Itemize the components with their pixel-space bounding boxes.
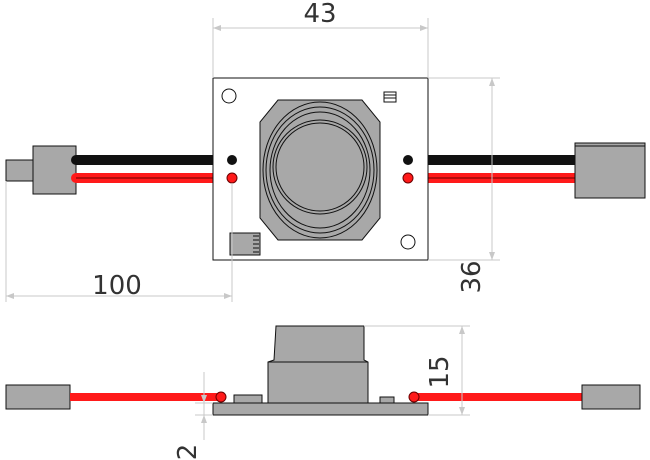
left-connector bbox=[5, 145, 77, 195]
side-left-connector bbox=[5, 384, 71, 410]
right-connector bbox=[574, 142, 646, 199]
height-label: 15 bbox=[425, 355, 455, 388]
mounting-hole-top-left bbox=[221, 88, 237, 104]
led-lens bbox=[259, 99, 381, 241]
side-left-solder bbox=[215, 391, 227, 403]
thickness-label: 2 bbox=[173, 444, 203, 460]
dimension-cable-length: 100 bbox=[5, 181, 233, 302]
solder-pad-left-red bbox=[226, 172, 238, 184]
board-width-label: 43 bbox=[303, 0, 336, 29]
top-view: 43 36 100 bbox=[5, 0, 646, 302]
side-right-solder bbox=[408, 391, 420, 403]
dimension-thickness: 2 bbox=[173, 372, 213, 460]
dimension-board-height: 36 bbox=[428, 77, 500, 294]
small-chip bbox=[383, 91, 397, 103]
smd-component bbox=[229, 232, 261, 256]
solder-pad-right-red bbox=[402, 172, 414, 184]
mounting-hole-bottom-right bbox=[400, 234, 416, 250]
solder-pad-right-black bbox=[403, 155, 413, 165]
dimension-height: 15 bbox=[364, 325, 470, 416]
side-pcb-board bbox=[212, 402, 429, 416]
side-right-connector bbox=[581, 384, 641, 410]
board-height-label: 36 bbox=[457, 260, 487, 293]
solder-pad-left-black bbox=[227, 155, 237, 165]
cable-length-label: 100 bbox=[92, 271, 142, 301]
side-smd-component bbox=[233, 394, 263, 404]
side-view: 15 2 bbox=[5, 325, 641, 460]
left-cables bbox=[71, 155, 237, 183]
side-small-chip bbox=[379, 396, 395, 404]
side-led-body bbox=[267, 325, 369, 404]
dimension-board-width: 43 bbox=[212, 0, 429, 78]
